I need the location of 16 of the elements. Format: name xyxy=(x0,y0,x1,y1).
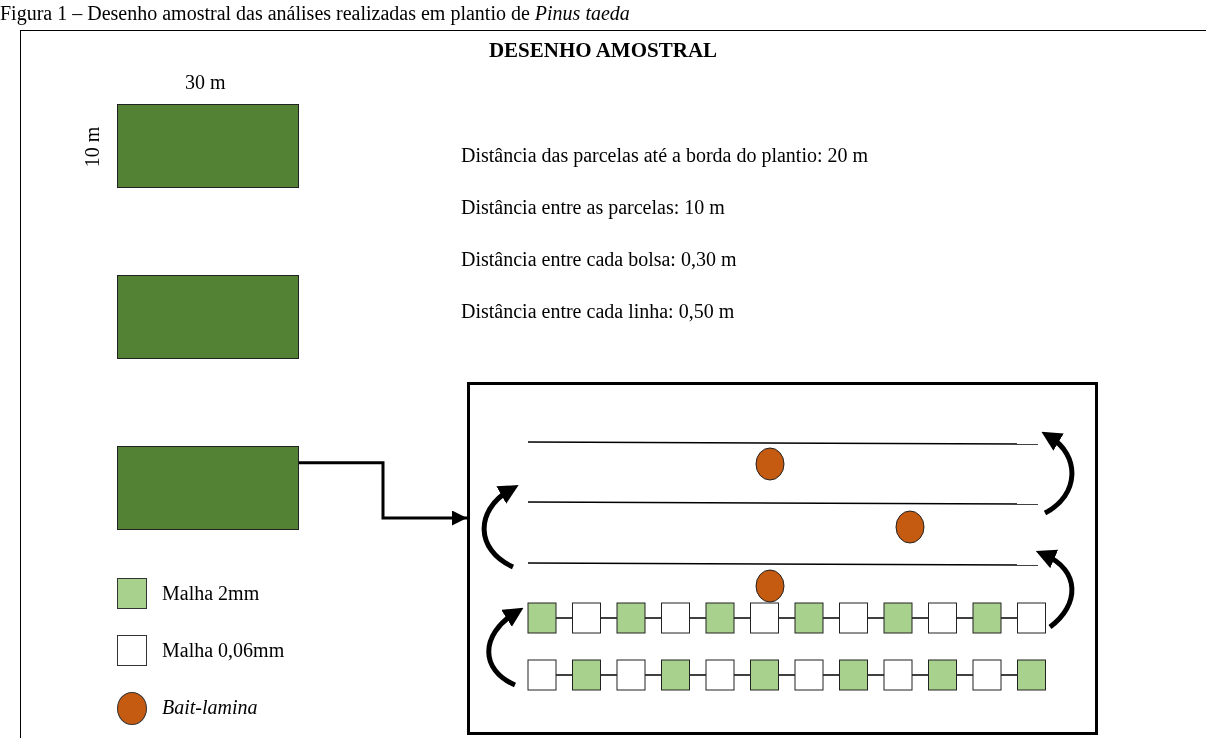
dimension-label: 30 m xyxy=(185,70,226,94)
dimension-label: 10 m xyxy=(80,126,105,168)
distance-note: Distância entre cada bolsa: 0,30 m xyxy=(461,247,737,271)
plot-rectangle xyxy=(117,104,299,188)
plot-rectangle xyxy=(117,446,299,530)
plot-detail-frame xyxy=(467,382,1098,735)
arrow xyxy=(299,461,467,526)
legend-text: Bait-lamina xyxy=(162,695,258,719)
legend-text: Malha 2mm xyxy=(162,581,260,605)
figure-caption: Figura 1 – Desenho amostral das análises realizadas em plantio de Pinus taeda xyxy=(0,2,630,25)
distance-note: Distância das parcelas até a borda do plantio: 20 m xyxy=(461,143,869,167)
diagram-title: DESENHO AMOSTRAL xyxy=(487,38,719,63)
legend-text: Malha 0,06mm xyxy=(162,638,285,662)
plot-rectangle xyxy=(117,275,299,359)
distance-note: Distância entre cada linha: 0,50 m xyxy=(461,299,735,323)
distance-note: Distância entre as parcelas: 10 m xyxy=(461,195,725,219)
